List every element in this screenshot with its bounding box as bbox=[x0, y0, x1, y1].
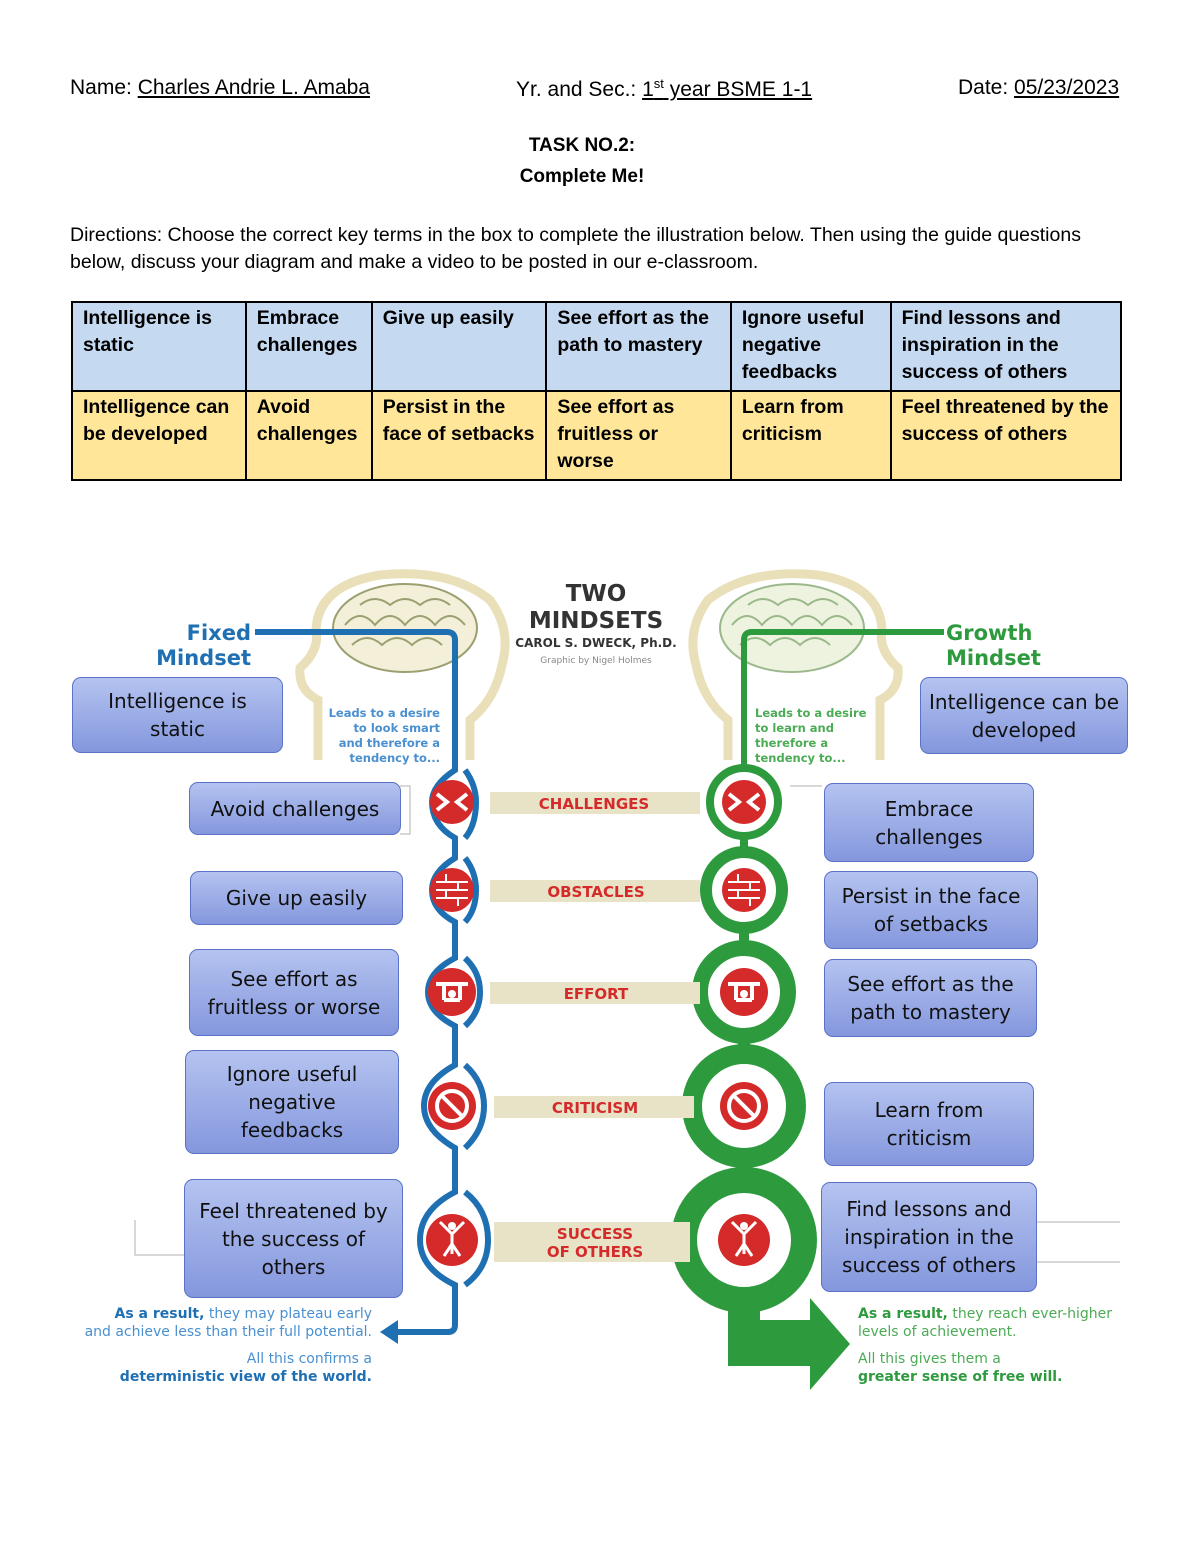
fixed-arrow-icon bbox=[380, 1320, 398, 1344]
growth-leads-line: to learn and bbox=[755, 721, 834, 735]
fixed-leads-line: to look smart bbox=[353, 721, 440, 735]
fixed-answer-box: Give up easily bbox=[190, 871, 403, 925]
category-obstacles: OBSTACLES bbox=[547, 883, 644, 901]
name-value: Charles Andrie L. Amaba bbox=[137, 76, 370, 99]
fixed-result-text: they may plateau early bbox=[204, 1306, 372, 1322]
fixed-brain-icon bbox=[332, 583, 478, 673]
key-term-cell: Give up easily bbox=[370, 301, 548, 392]
fixed-criticism-icon bbox=[428, 1082, 476, 1130]
growth-title-1: Growth bbox=[946, 621, 1032, 645]
name-line: Name: Charles Andrie L. Amaba bbox=[70, 76, 370, 100]
date-line: Date: 05/23/2023 bbox=[958, 76, 1119, 100]
diagram-title-1: TWO bbox=[566, 581, 627, 607]
growth-result-line1: As a result, they reach ever-higher bbox=[858, 1306, 1112, 1322]
fixed-leads-line: tendency to... bbox=[349, 751, 440, 765]
key-terms-row-blue: Intelligence is static Embrace challenge… bbox=[71, 301, 1123, 392]
growth-challenges-icon bbox=[722, 780, 766, 824]
growth-arrow-icon bbox=[728, 1290, 850, 1390]
fixed-success-icon bbox=[426, 1214, 478, 1266]
key-term-cell: Intelligence can be developed bbox=[71, 390, 247, 481]
growth-answer-box: Embrace challenges bbox=[824, 783, 1034, 862]
connector-lines bbox=[134, 785, 1120, 1263]
category-criticism: CRITICISM bbox=[552, 1099, 638, 1117]
key-term-cell: See effort as the path to mastery bbox=[545, 301, 732, 392]
key-term-cell: Feel threatened by the success of others bbox=[889, 390, 1123, 481]
fixed-answer-box: See effort as fruitless or worse bbox=[189, 949, 399, 1036]
growth-title-2: Mindset bbox=[946, 646, 1041, 670]
fixed-challenges-icon bbox=[430, 780, 474, 824]
diagram-credit: Graphic by Nigel Holmes bbox=[540, 656, 652, 666]
section-value-sup: st bbox=[653, 76, 664, 91]
growth-brain-icon bbox=[719, 583, 865, 673]
growth-leads-line: therefore a bbox=[755, 736, 828, 750]
growth-confirm-line1: All this gives them a bbox=[858, 1351, 1001, 1367]
section-value-post: year BSME 1-1 bbox=[663, 78, 813, 101]
growth-answer-box: Learn from criticism bbox=[824, 1082, 1034, 1166]
fixed-effort-icon bbox=[428, 968, 476, 1016]
fixed-result-line1: As a result, they may plateau early bbox=[115, 1306, 372, 1322]
section-line: Yr. and Sec.: 1st year BSME 1-1 bbox=[516, 76, 812, 102]
fixed-answer-box: Feel threatened by the success of others bbox=[184, 1179, 403, 1298]
growth-leads-line: tendency to... bbox=[755, 751, 846, 765]
key-term-cell: Learn from criticism bbox=[729, 390, 892, 481]
category-bars bbox=[490, 792, 700, 1262]
fixed-path-inner bbox=[462, 768, 492, 1288]
fixed-result-bold: As a result, bbox=[115, 1306, 205, 1322]
growth-answer-box: See effort as the path to mastery bbox=[824, 959, 1037, 1037]
key-term-cell: Avoid challenges bbox=[244, 390, 373, 481]
fixed-title-1: Fixed bbox=[187, 621, 251, 645]
key-term-cell: See effort as fruitless or worse bbox=[545, 390, 732, 481]
task-title: TASK NO.2: bbox=[528, 135, 636, 156]
growth-success-icon bbox=[718, 1214, 770, 1266]
fixed-leads-line: and therefore a bbox=[339, 736, 440, 750]
section-value-pre: 1 bbox=[642, 78, 654, 101]
fixed-answer-box: Ignore useful negative feedbacks bbox=[185, 1050, 399, 1154]
section-value: 1st year BSME 1-1 bbox=[642, 76, 813, 101]
fixed-head-icon bbox=[295, 569, 510, 760]
growth-answer-box: Find lessons and inspiration in the succ… bbox=[821, 1182, 1037, 1292]
diagram-author: CAROL S. DWECK, Ph.D. bbox=[515, 636, 676, 650]
task-subtitle: Complete Me! bbox=[519, 166, 645, 187]
growth-result-text: they reach ever-higher bbox=[948, 1306, 1112, 1322]
key-terms-table: Intelligence is static Embrace challenge… bbox=[71, 301, 1123, 481]
growth-answer-box: Intelligence can be developed bbox=[920, 677, 1128, 754]
key-term-cell: Embrace challenges bbox=[244, 301, 373, 392]
growth-result-bold: As a result, bbox=[858, 1306, 948, 1322]
date-value: 05/23/2023 bbox=[1014, 76, 1120, 99]
growth-effort-icon bbox=[720, 968, 768, 1016]
key-term-cell: Ignore useful negative feedbacks bbox=[729, 301, 892, 392]
growth-obstacles-icon bbox=[722, 868, 766, 912]
diagram-title-2: MINDSETS bbox=[529, 608, 663, 634]
category-effort: EFFORT bbox=[564, 985, 629, 1003]
name-label: Name: bbox=[70, 76, 138, 99]
key-term-cell: Persist in the face of setbacks bbox=[370, 390, 548, 481]
fixed-obstacles-icon bbox=[430, 868, 474, 912]
fixed-confirm-line2: deterministic view of the world. bbox=[120, 1369, 372, 1385]
key-term-cell: Find lessons and inspiration in the succ… bbox=[889, 301, 1123, 392]
fixed-answer-box: Intelligence is static bbox=[72, 677, 283, 753]
fixed-answer-box: Avoid challenges bbox=[189, 782, 401, 835]
date-label: Date: bbox=[958, 76, 1015, 99]
category-of-others: OF OTHERS bbox=[547, 1243, 643, 1261]
key-terms-row-yellow: Intelligence can be developed Avoid chal… bbox=[71, 390, 1123, 481]
fixed-result-line2: and achieve less than their full potenti… bbox=[85, 1324, 372, 1340]
fixed-leads-line: Leads to a desire bbox=[329, 706, 441, 720]
growth-confirm-line2: greater sense of free will. bbox=[858, 1369, 1062, 1385]
growth-answer-box: Persist in the face of setbacks bbox=[824, 871, 1038, 949]
growth-head-icon bbox=[688, 569, 903, 760]
growth-criticism-icon bbox=[720, 1082, 768, 1130]
category-challenges: CHALLENGES bbox=[539, 795, 649, 813]
category-success: SUCCESS bbox=[557, 1225, 633, 1243]
fixed-title-2: Mindset bbox=[156, 646, 251, 670]
directions-text: Directions: Choose the correct key terms… bbox=[70, 224, 1081, 273]
fixed-confirm-line1: All this confirms a bbox=[247, 1351, 372, 1367]
key-term-cell: Intelligence is static bbox=[71, 301, 247, 392]
section-label: Yr. and Sec.: bbox=[516, 78, 643, 101]
growth-leads-line: Leads to a desire bbox=[755, 706, 867, 720]
growth-result-line2: levels of achievement. bbox=[858, 1324, 1017, 1340]
growth-path-line bbox=[741, 629, 944, 770]
